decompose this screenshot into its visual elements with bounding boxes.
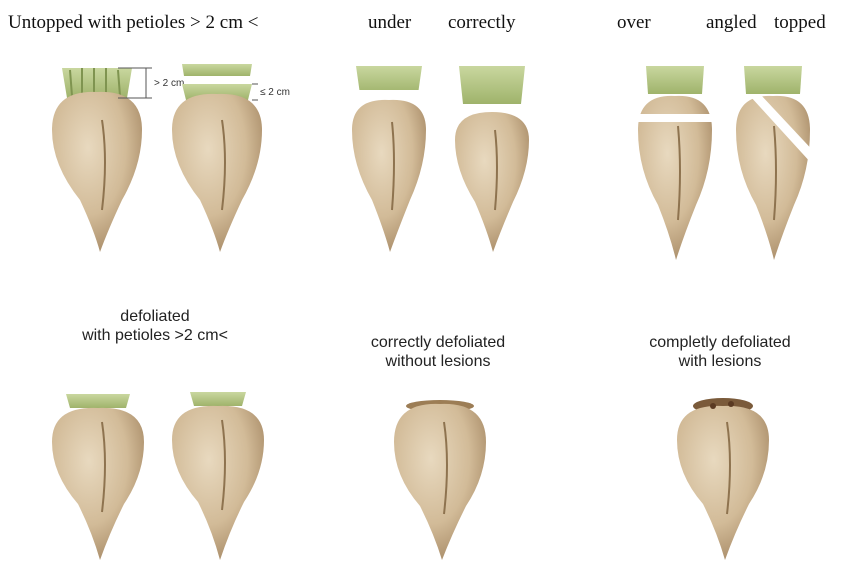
beet-completely-defoliated-lesions [673, 392, 773, 562]
beet-defoliated-2 [168, 390, 268, 562]
label-defoliated-line1: defoliated [50, 307, 260, 326]
beet-over-topped [630, 60, 720, 265]
label-correctly-defoliated-line1: correctly defoliated [338, 333, 538, 352]
label-correctly-defoliated: correctly defoliated without lesions [338, 333, 538, 371]
label-correctly: correctly [448, 12, 516, 34]
cut-line [630, 114, 720, 122]
label-correctly-defoliated-line2: without lesions [338, 352, 538, 371]
label-completely-defoliated-line1: completly defoliated [620, 333, 820, 352]
beet-root [52, 92, 142, 252]
label-under: under [368, 12, 411, 34]
petioles [646, 66, 704, 94]
beet-angled-topped [728, 60, 818, 265]
petioles-top [182, 64, 252, 76]
beet-correctly-defoliated [390, 396, 490, 562]
beet-untopped-long-petioles [42, 60, 152, 255]
petioles [459, 66, 525, 104]
beet-root [394, 404, 486, 560]
petioles [744, 66, 802, 94]
label-untopped: Untopped with petioles > 2 cm < [8, 12, 258, 34]
beet-correctly-topped [447, 60, 537, 255]
label-over: over [617, 12, 651, 34]
label-angled: angled [706, 12, 757, 34]
petioles [190, 392, 246, 406]
petioles [356, 66, 422, 94]
label-completely-defoliated: completly defoliated with lesions [620, 333, 820, 371]
label-topped: topped [774, 12, 826, 34]
label-defoliated: defoliated with petioles >2 cm< [50, 307, 260, 345]
beet-root [52, 408, 144, 560]
beet-root [172, 406, 264, 560]
beet-untopped-short-petioles [162, 60, 272, 255]
label-defoliated-line2: with petioles >2 cm< [50, 326, 260, 345]
beet-root [455, 112, 529, 252]
beet-root [352, 100, 426, 252]
beet-root [172, 94, 262, 252]
label-completely-defoliated-line2: with lesions [620, 352, 820, 371]
beet-defoliated-1 [48, 392, 148, 562]
beet-root [677, 406, 769, 560]
petioles [66, 394, 130, 408]
beet-under-topped [344, 60, 434, 255]
